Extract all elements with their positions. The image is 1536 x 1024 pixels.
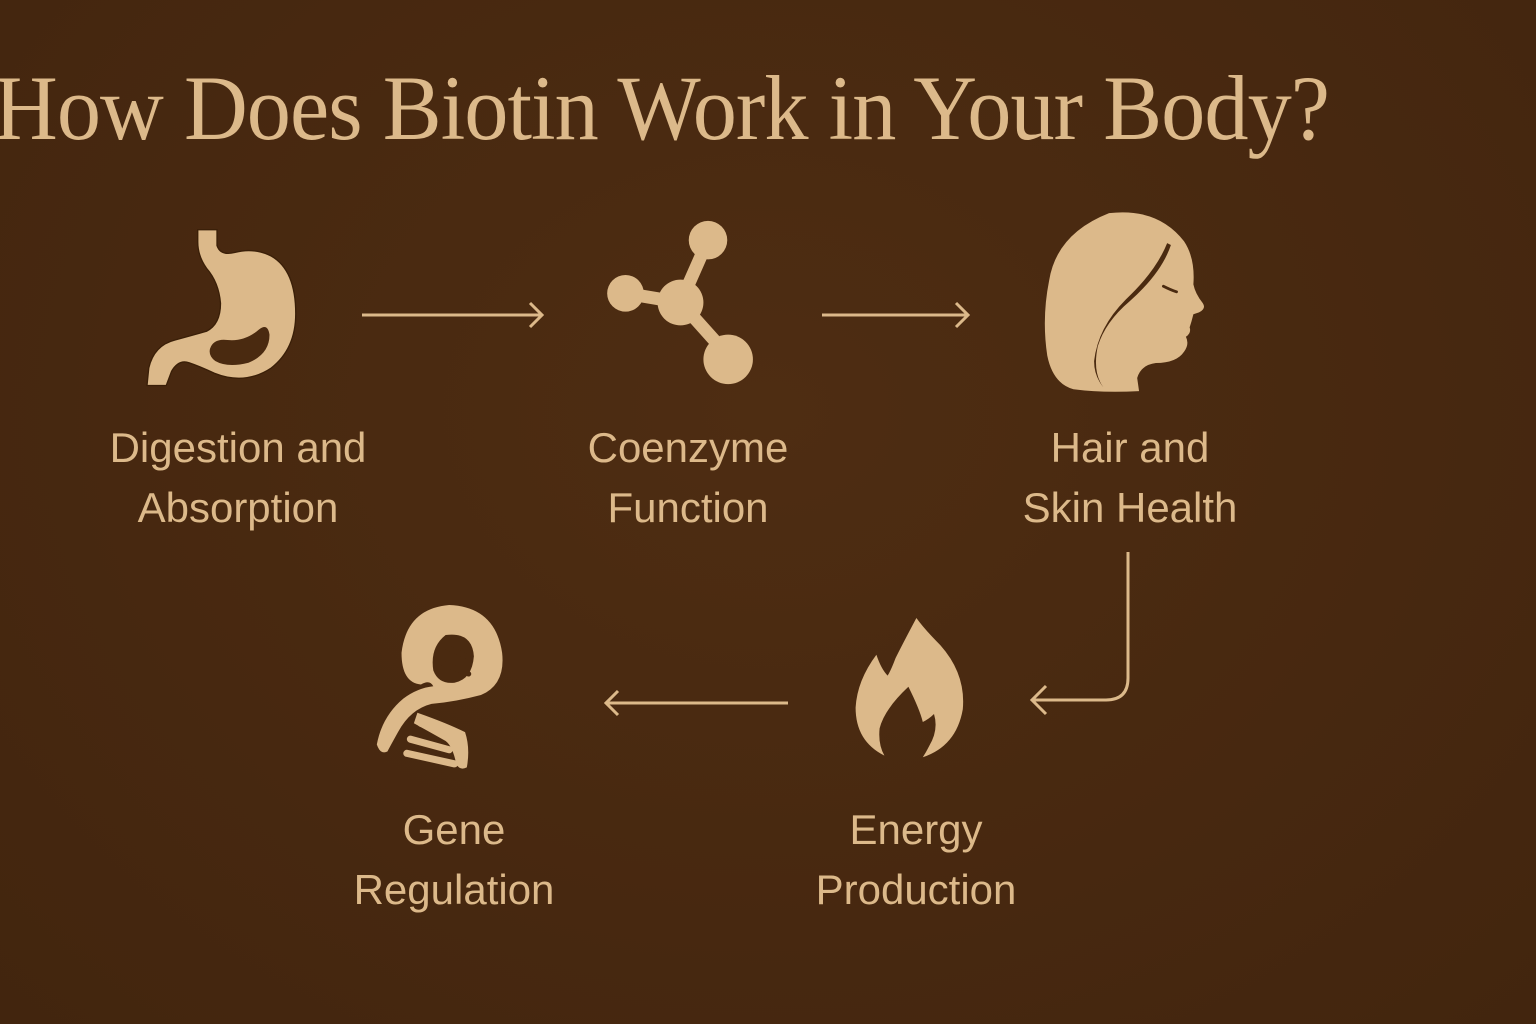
step-label-line: Coenzyme xyxy=(587,424,789,471)
arrow-right-icon xyxy=(822,300,972,330)
step-label-line: Absorption xyxy=(137,484,339,531)
arrow-right-icon xyxy=(362,300,546,330)
stomach-icon xyxy=(140,210,315,400)
step-label-digestion: Digestion and Absorption xyxy=(110,418,367,538)
step-label-line: Regulation xyxy=(353,866,555,913)
flame-icon xyxy=(846,598,974,774)
step-label-hair-skin: Hair and Skin Health xyxy=(1023,418,1238,538)
molecule-icon xyxy=(598,210,763,395)
step-label-line: Production xyxy=(815,866,1017,913)
step-label-line: Digestion and xyxy=(109,424,367,471)
step-label-line: Energy xyxy=(849,806,983,853)
woman-profile-icon xyxy=(1036,205,1214,403)
step-label-line: Function xyxy=(607,484,769,531)
step-label-coenzyme: Coenzyme Function xyxy=(588,418,789,538)
arrow-down-left-icon xyxy=(1028,550,1132,722)
page-title: How Does Biotin Work in Your Body? xyxy=(0,57,1330,159)
dna-icon xyxy=(368,594,518,782)
step-label-line: Skin Health xyxy=(1022,484,1238,531)
arrow-left-icon xyxy=(602,688,788,718)
step-label-line: Gene xyxy=(402,806,506,853)
step-label-gene: Gene Regulation xyxy=(354,800,555,920)
step-label-line: Hair and xyxy=(1050,424,1210,471)
step-label-energy: Energy Production xyxy=(816,800,1017,920)
